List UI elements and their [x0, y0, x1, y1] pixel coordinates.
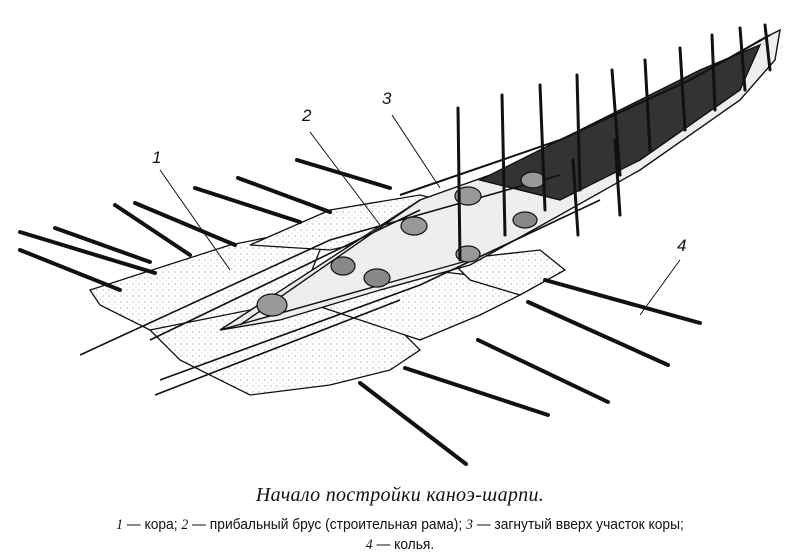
legend-text: загнутый вверх участок коры;	[494, 516, 684, 533]
stakes	[18, 23, 772, 466]
legend-text: кора;	[144, 516, 178, 533]
stones	[256, 171, 546, 317]
legend-num: 4	[365, 537, 373, 553]
legend-num: 3	[466, 517, 473, 533]
caption-legend: 1 — кора; 2 — прибальный брус (строитель…	[116, 516, 684, 553]
label-2: 2	[302, 106, 312, 125]
legend-text: прибальный брус (строительная рама);	[209, 516, 463, 533]
legend-num: 2	[181, 517, 189, 533]
caption-title: Начало постройки каноэ-шарпи.	[255, 484, 545, 506]
legend-num: 1	[116, 517, 124, 533]
leader-lines	[159, 114, 681, 316]
label-1: 1	[152, 148, 162, 167]
label-4: 4	[677, 236, 687, 255]
legend-text: колья.	[394, 536, 435, 553]
canoe-construction-illustration	[18, 23, 781, 466]
label-3: 3	[382, 89, 392, 108]
